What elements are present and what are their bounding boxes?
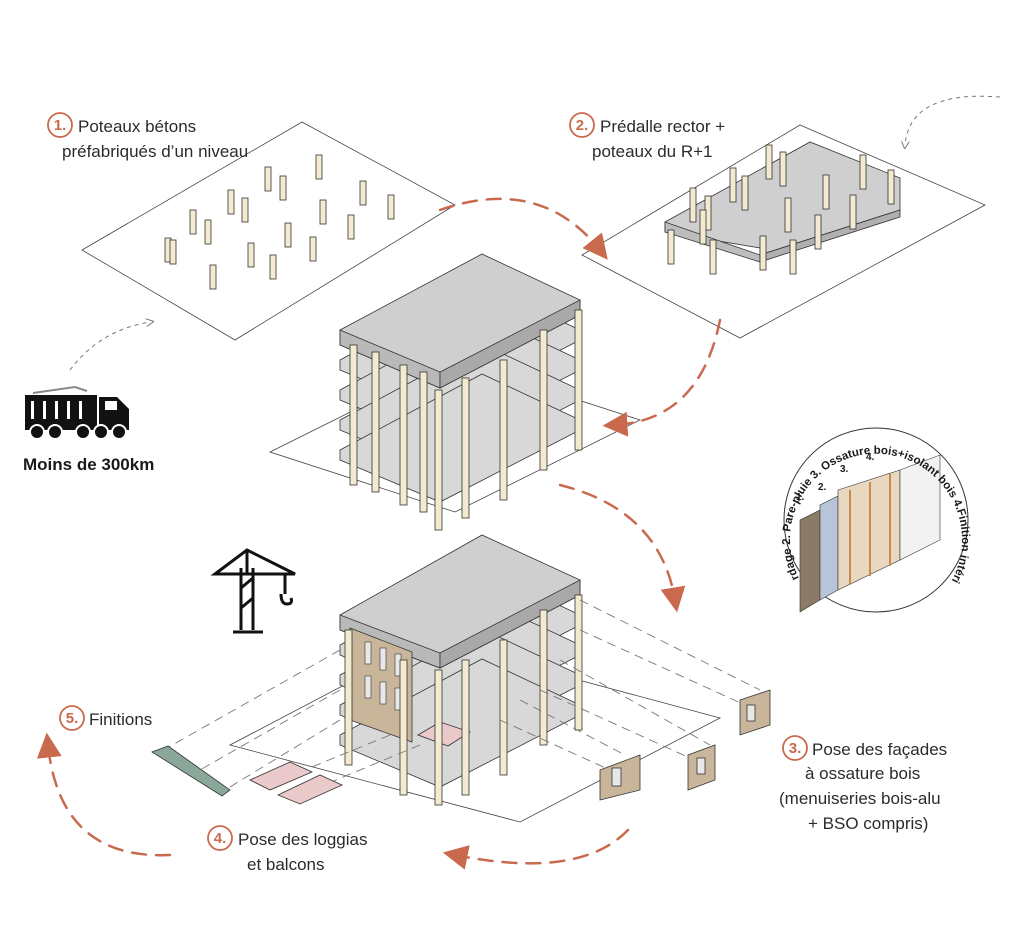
concrete-post bbox=[539, 609, 548, 746]
r1-post bbox=[779, 151, 787, 187]
step4-label: 4. Pose des loggias et balcons bbox=[207, 825, 367, 874]
concrete-post bbox=[574, 594, 583, 731]
precast-post bbox=[241, 197, 249, 223]
svg-text:Pose des façades: Pose des façades bbox=[812, 740, 947, 759]
precast-post bbox=[247, 242, 255, 268]
step1-label: 1. Poteaux bétons préfabriqués d’un nive… bbox=[47, 112, 248, 161]
precast-post bbox=[189, 209, 197, 235]
exploded-guides bbox=[159, 599, 761, 796]
concrete-post bbox=[499, 359, 508, 501]
wall-panel-3 bbox=[687, 744, 716, 791]
svg-text:Pose des loggias: Pose des loggias bbox=[238, 830, 367, 849]
r1-post bbox=[822, 174, 830, 210]
precast-post bbox=[269, 254, 277, 280]
r1-post bbox=[667, 229, 675, 265]
transport-distance-label: Moins de 300km bbox=[23, 455, 154, 474]
process-arrows bbox=[36, 197, 722, 870]
concrete-post bbox=[434, 669, 443, 806]
svg-text:Prédalle rector +: Prédalle rector + bbox=[600, 117, 725, 136]
precast-post bbox=[227, 189, 235, 215]
r1-post bbox=[859, 154, 867, 190]
step2-label: 2. Prédalle rector + poteaux du R+1 bbox=[569, 112, 725, 161]
crane-icon bbox=[210, 548, 296, 634]
r1-post bbox=[759, 235, 767, 271]
concrete-post bbox=[399, 364, 408, 506]
precast-posts bbox=[164, 154, 395, 290]
wall-panel-2 bbox=[599, 754, 641, 801]
finition-panel bbox=[151, 745, 231, 797]
svg-text:(menuiseries bois-alu: (menuiseries bois-alu bbox=[779, 789, 941, 808]
building-with-facades bbox=[339, 534, 583, 806]
balcony-panel-2 bbox=[277, 774, 343, 805]
svg-text:1.: 1. bbox=[54, 117, 67, 134]
step5-label: 5. Finitions bbox=[59, 705, 152, 731]
balcony-panel-1 bbox=[249, 761, 313, 791]
precast-post bbox=[204, 219, 212, 245]
precast-post bbox=[315, 154, 323, 180]
arrow-facade-to-balcony bbox=[442, 828, 630, 870]
arrow-step1-to-step2 bbox=[438, 197, 608, 260]
svg-text:préfabriqués d’un niveau: préfabriqués d’un niveau bbox=[62, 142, 248, 161]
concrete-post bbox=[371, 351, 380, 493]
ground-plane-step2 bbox=[581, 124, 986, 339]
r1-post bbox=[699, 209, 707, 245]
concrete-structure bbox=[339, 253, 583, 531]
arrow-step2-to-building bbox=[602, 318, 722, 437]
wall-panel-1 bbox=[739, 689, 771, 736]
precast-post bbox=[347, 214, 355, 240]
svg-text:2.: 2. bbox=[576, 117, 589, 134]
concrete-post bbox=[574, 309, 583, 451]
concrete-post bbox=[434, 389, 443, 531]
precast-post bbox=[209, 264, 217, 290]
concrete-post bbox=[399, 659, 408, 796]
svg-text:5.: 5. bbox=[66, 710, 79, 727]
svg-text:Finitions: Finitions bbox=[89, 710, 152, 729]
precast-post bbox=[387, 194, 395, 220]
concrete-post bbox=[539, 329, 548, 471]
precast-post bbox=[309, 236, 317, 262]
concrete-post bbox=[349, 344, 358, 486]
concrete-post bbox=[499, 639, 508, 776]
r1-post bbox=[887, 169, 895, 205]
layer-marker-2: 2. bbox=[818, 482, 827, 493]
r1-post bbox=[849, 194, 857, 230]
precast-post bbox=[359, 180, 367, 206]
layer-marker-1: 1. bbox=[796, 492, 805, 503]
precast-post bbox=[319, 199, 327, 225]
truck-icon bbox=[25, 385, 129, 440]
r1-posts bbox=[667, 144, 895, 275]
precast-post bbox=[279, 175, 287, 201]
arrow-balcony-to-finition bbox=[36, 732, 172, 857]
r1-post bbox=[741, 175, 749, 211]
r1-post bbox=[729, 167, 737, 203]
concrete-post bbox=[344, 629, 353, 766]
concrete-post bbox=[419, 371, 428, 513]
svg-text:3.: 3. bbox=[789, 740, 802, 757]
svg-text:Poteaux bétons: Poteaux bétons bbox=[78, 117, 196, 136]
r1-post bbox=[709, 239, 717, 275]
step3-label: 3. Pose des façades à ossature bois (men… bbox=[779, 735, 947, 833]
precast-post bbox=[284, 222, 292, 248]
svg-text:poteaux du R+1: poteaux du R+1 bbox=[592, 142, 713, 161]
svg-text:à ossature bois: à ossature bois bbox=[805, 764, 920, 783]
concrete-post bbox=[461, 659, 470, 796]
svg-text:et balcons: et balcons bbox=[247, 855, 325, 874]
r1-post bbox=[765, 144, 773, 180]
r1-post bbox=[689, 187, 697, 223]
precast-post bbox=[264, 166, 272, 192]
svg-text:+ BSO compris): + BSO compris) bbox=[808, 814, 928, 833]
layer-marker-3: 3. bbox=[840, 464, 849, 475]
r1-post bbox=[789, 239, 797, 275]
r1-post bbox=[784, 197, 792, 233]
supply-arrows bbox=[69, 95, 1001, 371]
arrow-building-to-facade bbox=[558, 483, 686, 613]
layer-marker-4: 4. bbox=[866, 452, 875, 463]
ground-plane-step1 bbox=[81, 121, 456, 341]
r1-post bbox=[814, 214, 822, 250]
precast-post bbox=[169, 239, 177, 265]
concrete-post bbox=[461, 377, 470, 519]
svg-text:4.: 4. bbox=[214, 830, 227, 847]
